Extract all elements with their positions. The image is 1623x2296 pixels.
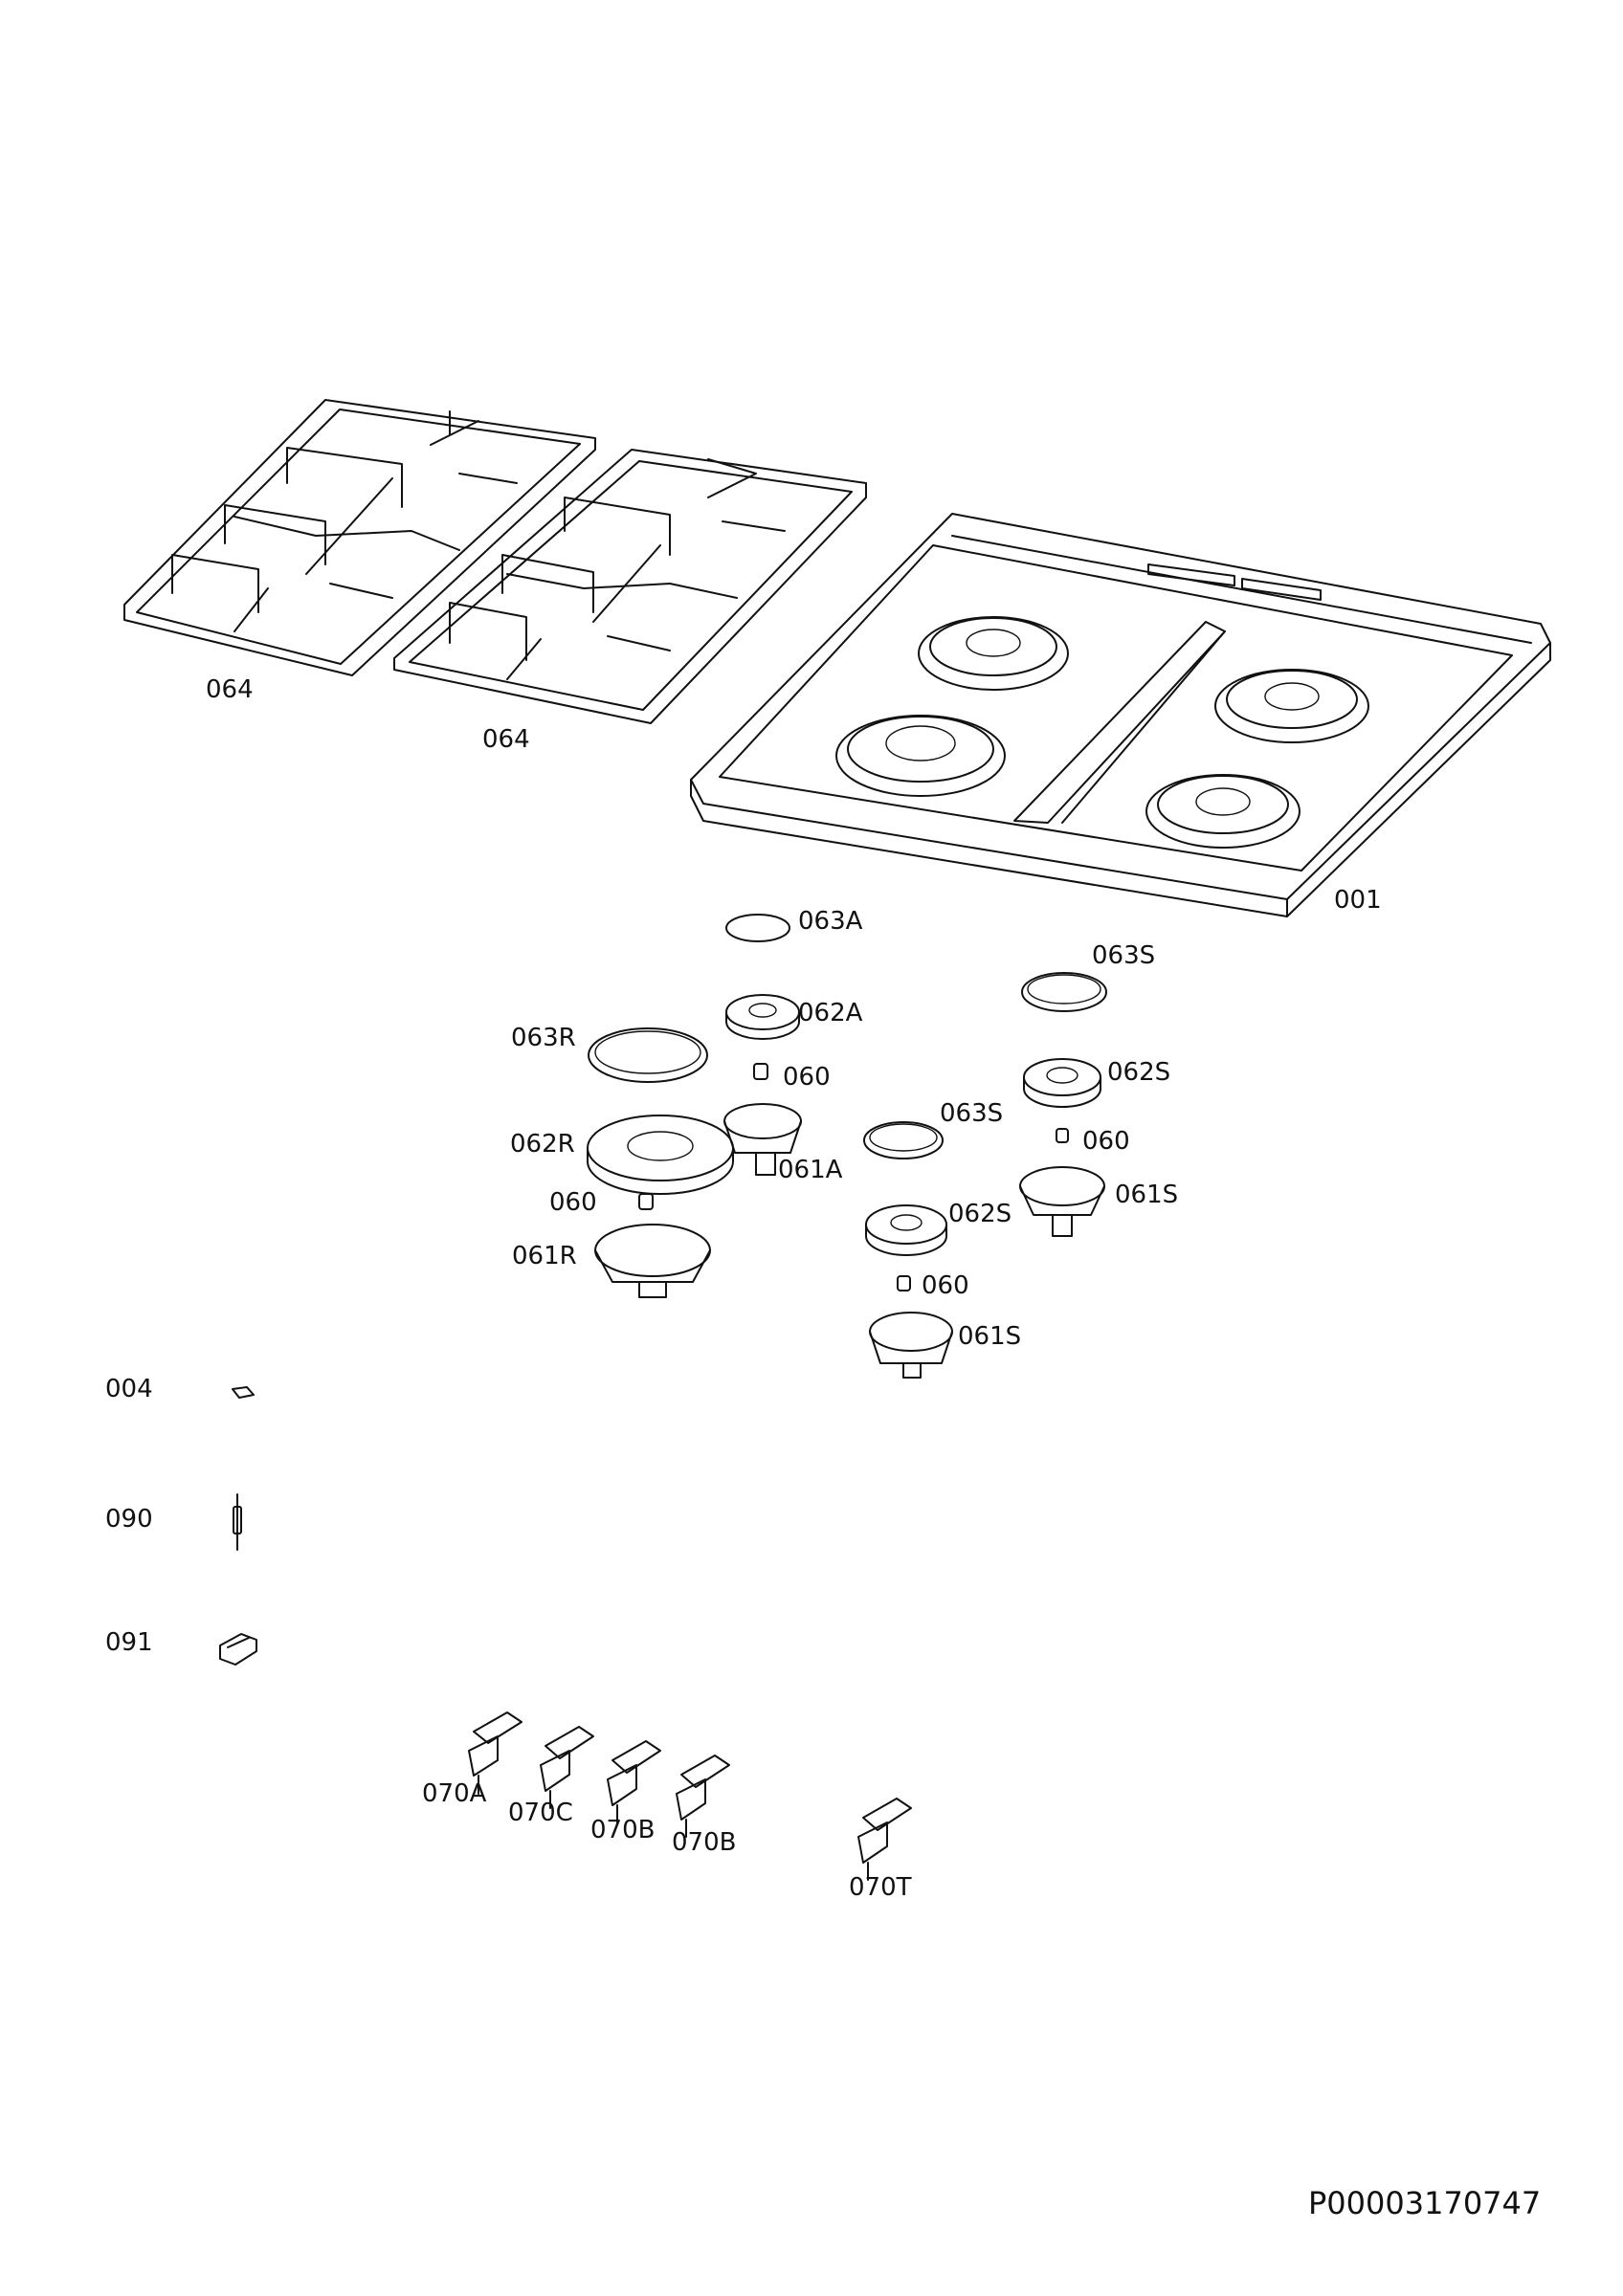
burner-body-061S-right bbox=[1019, 1166, 1105, 1237]
label-060-a: 060 bbox=[783, 1063, 831, 1092]
label-062A: 062A bbox=[798, 999, 863, 1027]
injector-060-d bbox=[897, 1275, 911, 1292]
label-061R: 061R bbox=[512, 1242, 577, 1270]
label-070B-b: 070B bbox=[672, 1828, 737, 1857]
label-063S-mid: 063S bbox=[940, 1099, 1004, 1128]
gas-tap-070A bbox=[468, 1711, 522, 1795]
label-064-left: 064 bbox=[206, 675, 254, 704]
label-061A: 061A bbox=[778, 1156, 843, 1184]
part-091 bbox=[219, 1633, 257, 1666]
label-091: 091 bbox=[105, 1628, 153, 1657]
burner-cap-063S-top bbox=[1021, 972, 1107, 1012]
label-062S-mid: 062S bbox=[948, 1200, 1012, 1228]
label-004: 004 bbox=[105, 1375, 153, 1403]
part-090-ignition-electrode bbox=[233, 1493, 242, 1551]
document-number: P00003170747 bbox=[1308, 2185, 1542, 2221]
injector-060-a bbox=[753, 1063, 768, 1080]
label-070A: 070A bbox=[422, 1779, 487, 1808]
injector-060-c bbox=[638, 1193, 654, 1210]
gas-tap-070B-a bbox=[607, 1740, 661, 1823]
gas-tap-070B-b bbox=[676, 1755, 730, 1838]
label-060-b: 060 bbox=[1082, 1127, 1130, 1156]
flame-spreader-062R bbox=[587, 1115, 734, 1195]
pan-support-064-right bbox=[393, 449, 867, 724]
injector-060-b bbox=[1056, 1128, 1069, 1143]
label-090: 090 bbox=[105, 1505, 153, 1534]
label-063A: 063A bbox=[798, 907, 863, 936]
label-001: 001 bbox=[1334, 886, 1382, 915]
label-070B-a: 070B bbox=[590, 1816, 656, 1844]
burner-body-061A bbox=[723, 1103, 802, 1176]
label-062S-right: 062S bbox=[1107, 1058, 1171, 1087]
burner-cap-063A bbox=[725, 914, 790, 942]
flame-spreader-062S-mid bbox=[865, 1204, 947, 1256]
label-064-right: 064 bbox=[482, 725, 530, 754]
label-062R: 062R bbox=[510, 1130, 575, 1159]
burner-cap-063R bbox=[588, 1027, 708, 1083]
burner-cap-063S-mid bbox=[863, 1121, 944, 1159]
part-004 bbox=[232, 1386, 255, 1399]
label-061S-bottom: 061S bbox=[958, 1322, 1022, 1351]
label-063R: 063R bbox=[511, 1024, 576, 1052]
hob-top-001 bbox=[690, 513, 1551, 917]
pan-support-064-left bbox=[123, 399, 596, 676]
flame-spreader-062S-right bbox=[1023, 1058, 1101, 1108]
burner-body-061S-bottom bbox=[869, 1312, 953, 1379]
gas-tap-070T bbox=[857, 1798, 912, 1881]
label-060-d: 060 bbox=[922, 1271, 969, 1300]
gas-tap-070C bbox=[540, 1726, 594, 1809]
label-070C: 070C bbox=[508, 1799, 573, 1827]
label-060-c: 060 bbox=[549, 1188, 597, 1217]
burner-body-061R bbox=[594, 1224, 711, 1298]
label-070T: 070T bbox=[849, 1873, 912, 1902]
flame-spreader-062A bbox=[725, 994, 800, 1040]
label-061S-right: 061S bbox=[1115, 1181, 1179, 1209]
label-063S-top: 063S bbox=[1092, 941, 1156, 970]
